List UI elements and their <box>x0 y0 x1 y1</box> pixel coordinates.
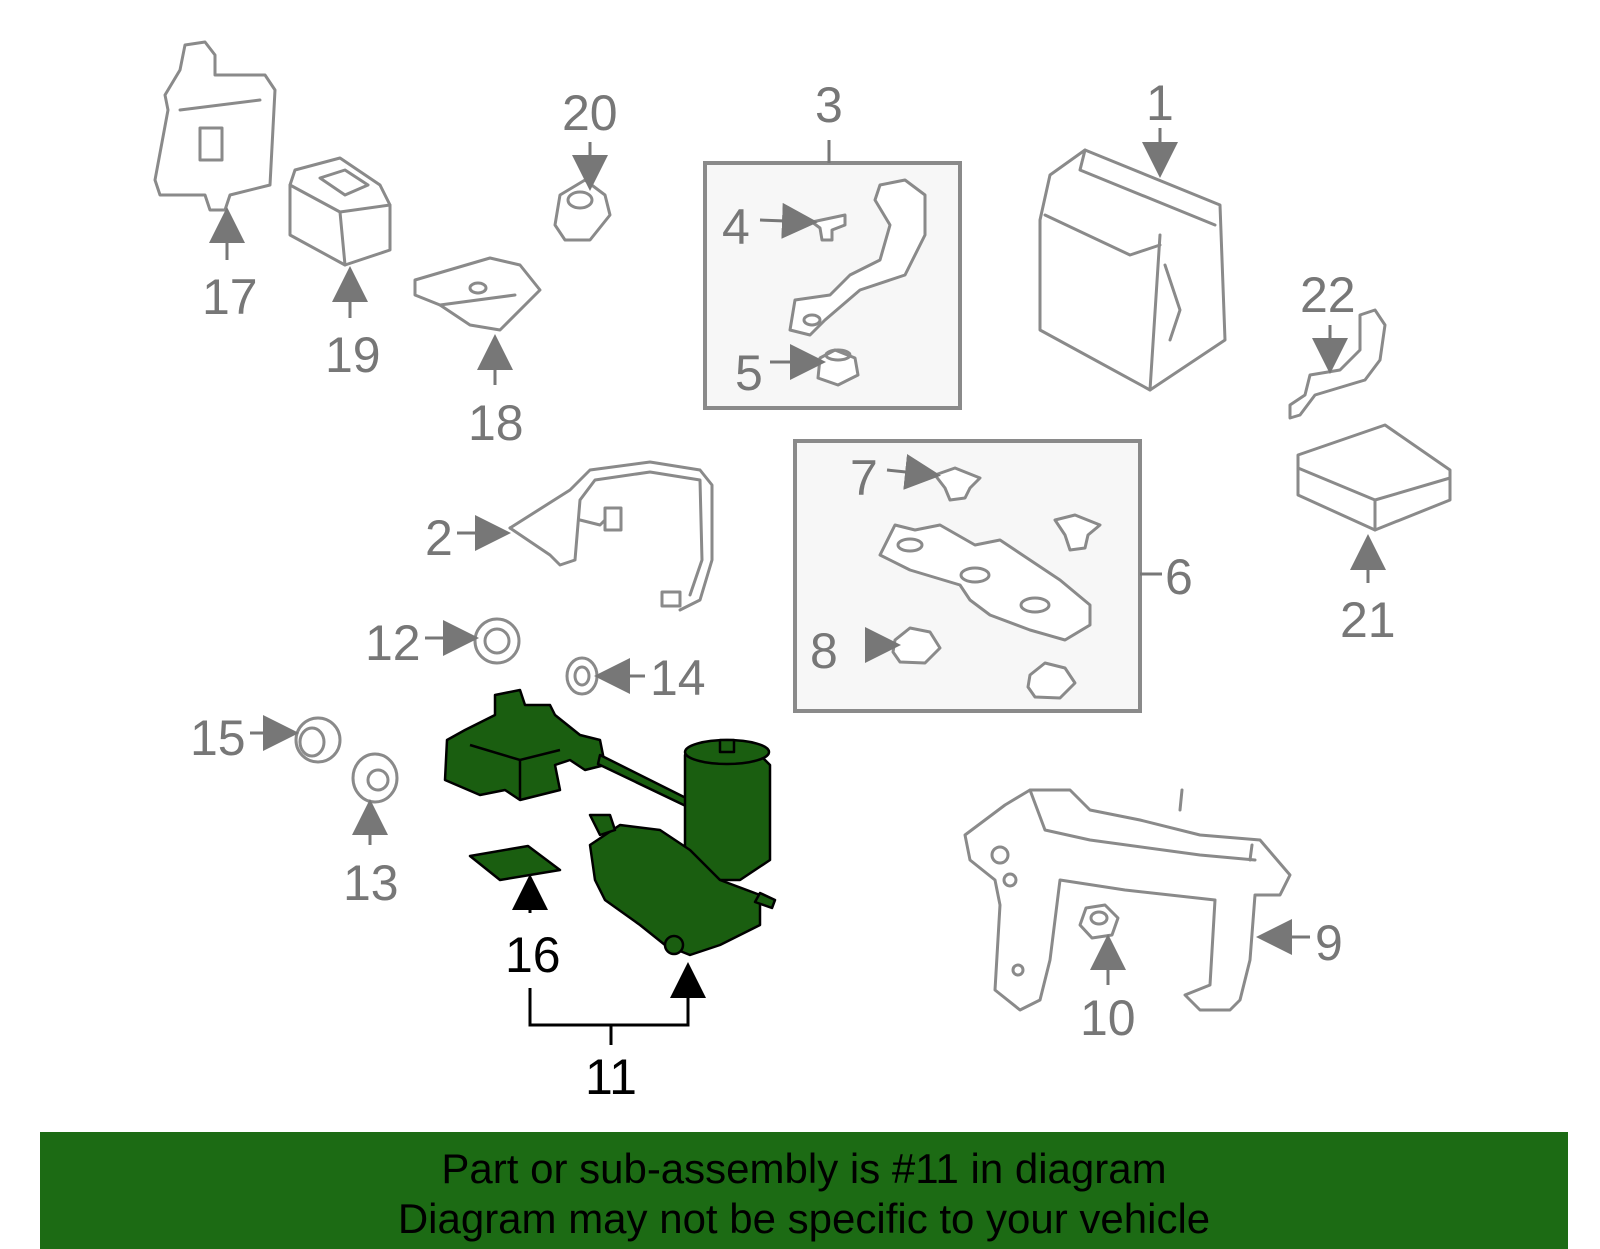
group-box-6 <box>793 439 1142 713</box>
part-22-bracket <box>1288 308 1387 420</box>
callout-11: 11 <box>585 1049 637 1105</box>
part-2-harness <box>508 460 714 612</box>
callout-10: 10 <box>1080 990 1136 1046</box>
callout-7: 7 <box>850 450 878 506</box>
part-13-grommet <box>351 752 399 804</box>
part-19-control-module <box>288 156 392 267</box>
part-12-grommet <box>473 617 521 665</box>
callout-1: 1 <box>1146 75 1174 131</box>
callout-17: 17 <box>202 269 258 325</box>
part-10-nut <box>1078 903 1120 940</box>
part-14-grommet <box>565 656 599 696</box>
part-9-bracket <box>963 788 1292 1012</box>
callout-21: 21 <box>1340 592 1396 648</box>
part-20-sensor <box>553 178 612 242</box>
callout-22: 22 <box>1300 267 1356 323</box>
callout-16: 16 <box>505 927 561 983</box>
group-box-3 <box>703 161 962 410</box>
callout-5: 5 <box>735 345 763 401</box>
part-17-bracket <box>153 40 277 212</box>
callout-19: 19 <box>325 327 381 383</box>
banner-line-1: Part or sub-assembly is #11 in diagram <box>441 1145 1167 1192</box>
part-16-pad <box>468 844 562 882</box>
part-1-module <box>1038 148 1227 392</box>
banner-line-2: Diagram may not be specific to your vehi… <box>397 1195 1211 1242</box>
info-banner: Part or sub-assembly is #11 in diagram D… <box>40 1132 1568 1249</box>
callout-8: 8 <box>810 623 838 679</box>
callout-9: 9 <box>1315 915 1343 971</box>
part-15-bushing <box>294 716 342 764</box>
callout-12: 12 <box>365 615 421 671</box>
callout-20: 20 <box>562 85 618 141</box>
part-11-compressor-assembly <box>443 688 777 957</box>
callout-13: 13 <box>343 855 399 911</box>
part-21-module <box>1296 423 1452 532</box>
callout-4: 4 <box>722 199 750 255</box>
callout-6: 6 <box>1165 549 1193 605</box>
callout-14: 14 <box>650 650 706 706</box>
part-18-plate <box>413 256 542 332</box>
callout-18: 18 <box>468 395 524 451</box>
callout-3: 3 <box>815 77 843 133</box>
callout-2: 2 <box>425 510 453 566</box>
callout-arrows <box>209 128 1386 1045</box>
callout-15: 15 <box>190 710 246 766</box>
